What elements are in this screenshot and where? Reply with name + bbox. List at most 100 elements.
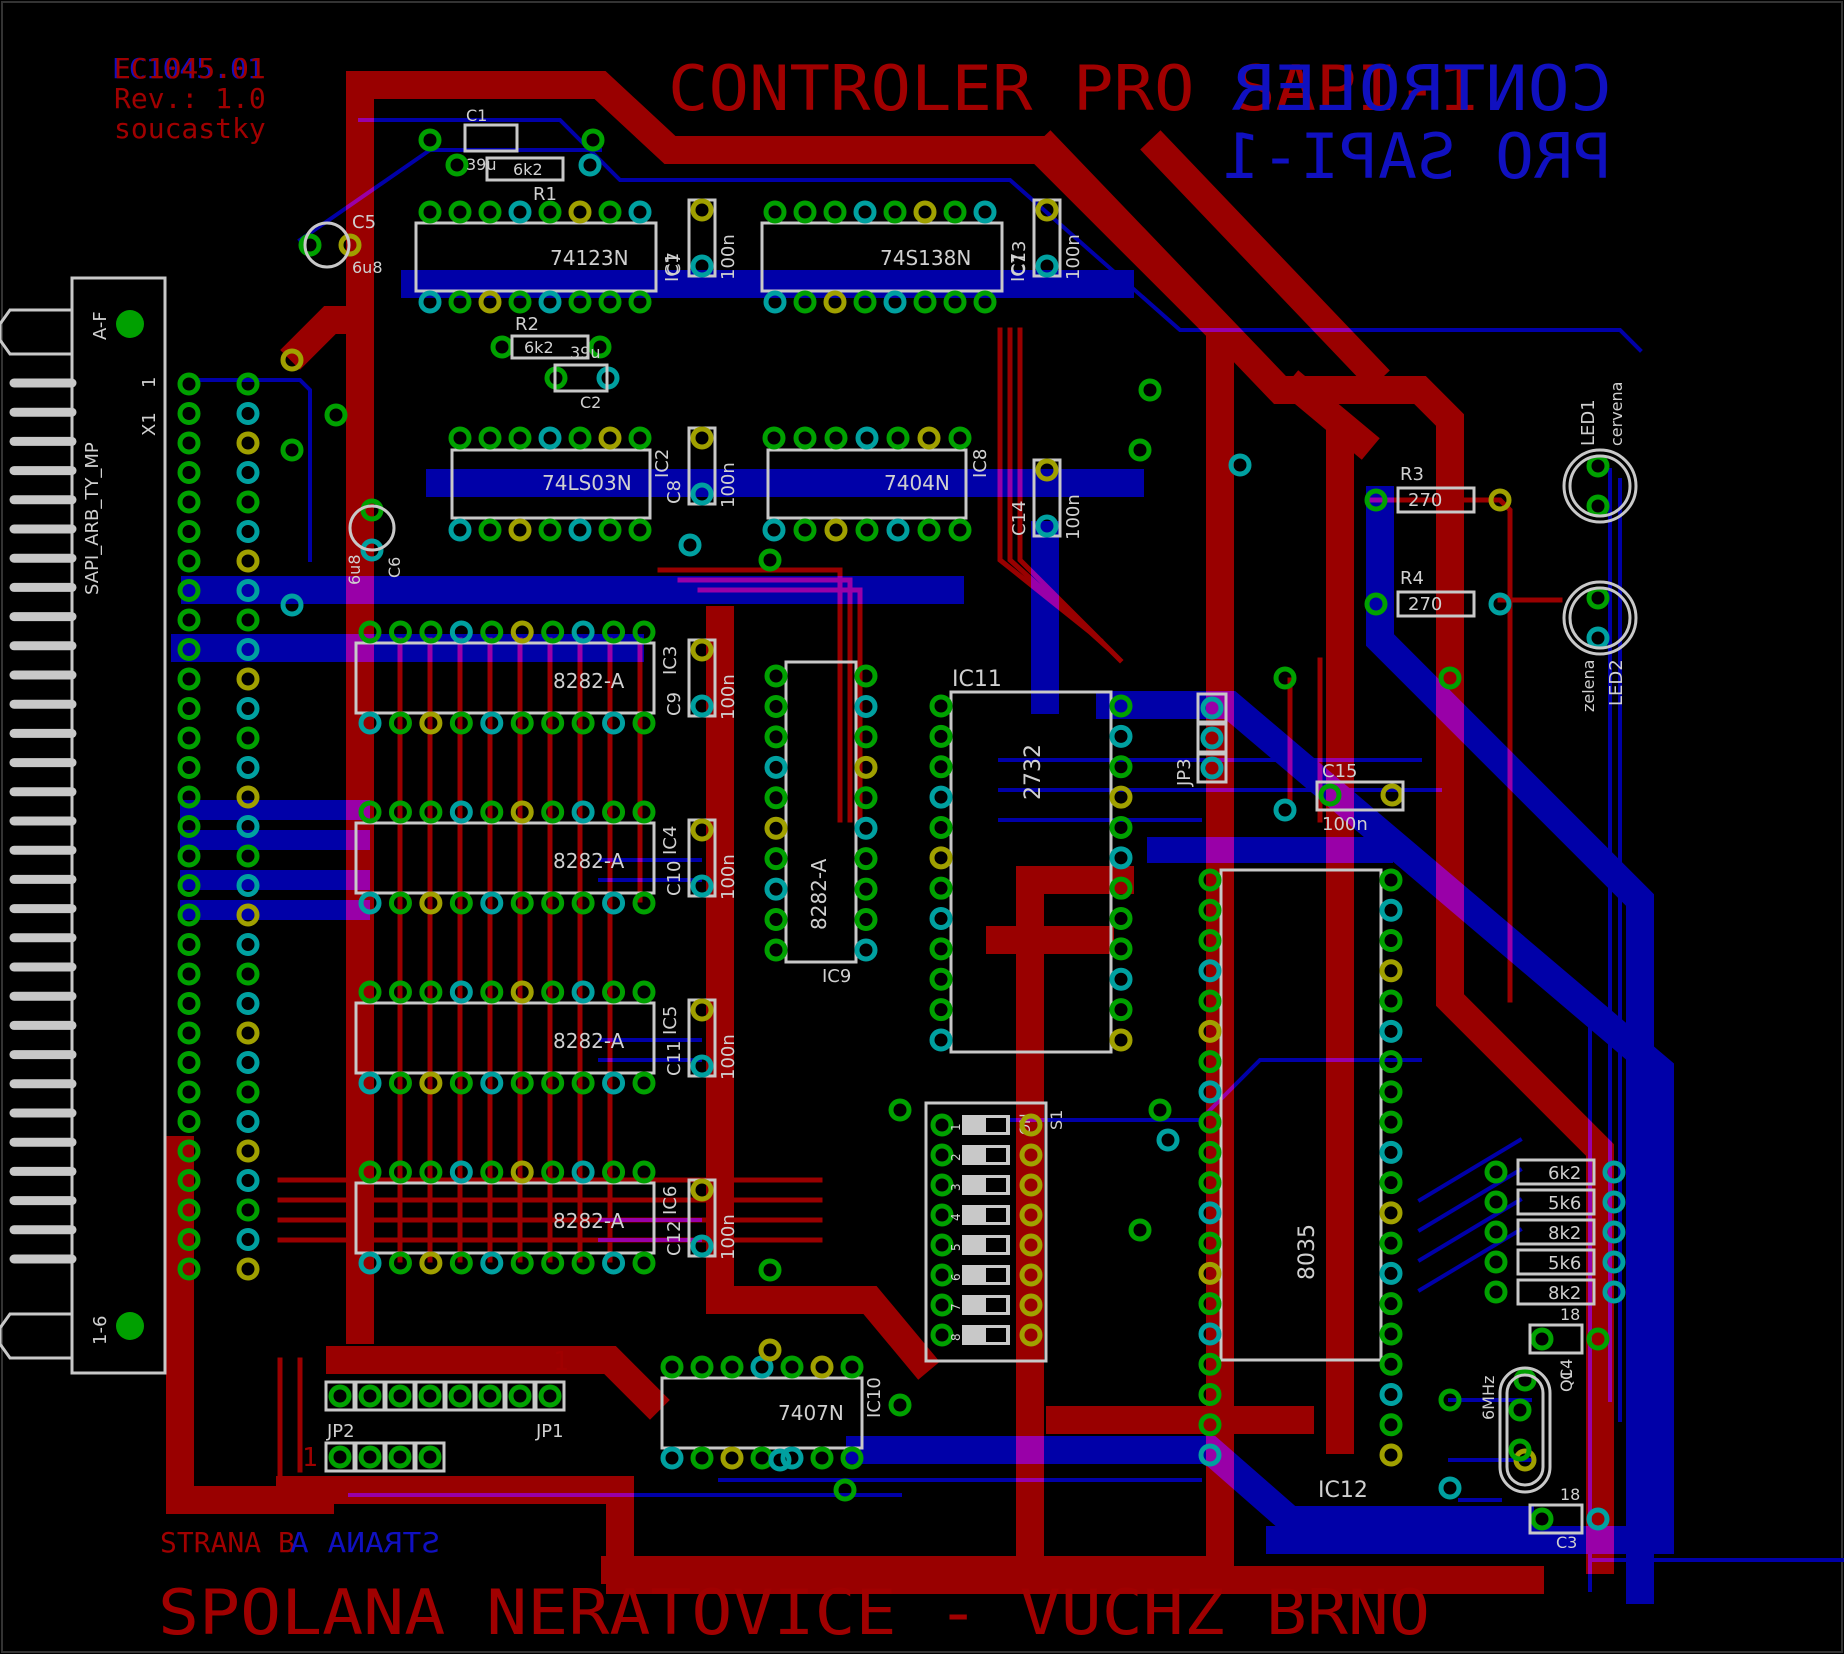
pad bbox=[449, 711, 473, 735]
pad bbox=[930, 1233, 954, 1257]
pad bbox=[1198, 868, 1222, 892]
ic12-value: 8035 bbox=[1295, 1224, 1320, 1280]
pad bbox=[177, 520, 201, 543]
ic7[interactable]: 74S138N IC7 bbox=[760, 221, 1029, 293]
res-r8[interactable]: 5k6 bbox=[1484, 1248, 1626, 1276]
cap-c6[interactable]: 6u8 C6 bbox=[345, 504, 404, 585]
cap-value: 100n bbox=[1063, 494, 1084, 540]
ic12[interactable]: 8035 IC12 bbox=[1219, 868, 1383, 1503]
cap-c5[interactable]: C5 6u8 bbox=[303, 212, 383, 277]
resistor-layer: 6k2 R1 6k2 R2 270 R3 270 R4 6k25k68k25k6… bbox=[485, 156, 1626, 1306]
cap-c15[interactable]: C15 100n bbox=[1315, 761, 1405, 835]
jp1-outline bbox=[444, 1380, 476, 1412]
pad bbox=[236, 1110, 260, 1133]
pad bbox=[1488, 592, 1512, 616]
pad bbox=[1109, 755, 1133, 779]
pad bbox=[448, 1384, 472, 1408]
pad bbox=[602, 891, 626, 915]
ic9[interactable]: 8282-A IC9 bbox=[784, 660, 858, 987]
pad bbox=[177, 549, 201, 573]
res-r2[interactable]: 6k2 R2 bbox=[510, 314, 590, 360]
res-r7[interactable]: 8k2 bbox=[1484, 1218, 1626, 1246]
res-body bbox=[1516, 1188, 1596, 1216]
jp1-outline bbox=[534, 1380, 566, 1412]
res-r5[interactable]: 6k2 bbox=[1484, 1158, 1626, 1186]
cap-c1[interactable]: C1 39u bbox=[463, 106, 519, 174]
pad bbox=[690, 1446, 714, 1470]
pad bbox=[568, 290, 592, 314]
mount-hole-top bbox=[116, 310, 144, 338]
res-r6[interactable]: 5k6 bbox=[1484, 1188, 1626, 1216]
ic4[interactable]: 8282-A IC4 bbox=[354, 821, 681, 895]
ic2[interactable]: 74LS03N IC2 bbox=[450, 448, 673, 520]
ic1[interactable]: 74123N IC1 bbox=[414, 221, 683, 293]
res-r3[interactable]: 270 R3 bbox=[1396, 464, 1476, 514]
pad bbox=[1379, 1050, 1403, 1074]
pad bbox=[763, 200, 787, 224]
pad bbox=[929, 937, 953, 961]
pad bbox=[628, 290, 652, 314]
pad bbox=[448, 518, 472, 542]
pad bbox=[628, 426, 652, 450]
pad bbox=[360, 538, 384, 562]
board-title-mirrored-top: CONTROLER bbox=[1231, 52, 1612, 125]
r1-ref: R1 bbox=[533, 184, 557, 205]
ic6[interactable]: 8282-A IC6 bbox=[354, 1181, 681, 1255]
pad bbox=[690, 874, 714, 898]
pad bbox=[177, 372, 201, 396]
r1-value: 6k2 bbox=[513, 160, 543, 179]
pad bbox=[690, 426, 714, 450]
pad bbox=[1138, 378, 1162, 402]
res-r1[interactable]: 6k2 R1 bbox=[485, 156, 565, 205]
pad bbox=[793, 290, 817, 314]
pad bbox=[236, 1051, 260, 1074]
pad bbox=[1109, 724, 1133, 748]
pad bbox=[1484, 1160, 1508, 1184]
pad bbox=[632, 711, 656, 735]
pad bbox=[764, 694, 788, 718]
ic11[interactable]: IC11 2732 bbox=[949, 667, 1113, 1054]
ic8[interactable]: 7404N IC8 bbox=[766, 448, 991, 520]
pad bbox=[177, 756, 201, 779]
pad bbox=[758, 1258, 782, 1282]
res-r9[interactable]: 8k2 bbox=[1484, 1278, 1626, 1306]
ic10[interactable]: 7407N IC10 bbox=[660, 1376, 885, 1450]
pad bbox=[833, 1478, 857, 1502]
pad bbox=[823, 200, 847, 224]
cap-c3[interactable]: 18 C3 bbox=[1528, 1485, 1584, 1552]
pad bbox=[388, 1071, 412, 1095]
res-value: 8k2 bbox=[1548, 1223, 1581, 1244]
cap-c4[interactable]: 18 C4 bbox=[1528, 1305, 1584, 1380]
pad bbox=[538, 200, 562, 224]
res-r4[interactable]: 270 R4 bbox=[1396, 568, 1476, 618]
res-value: 6k2 bbox=[1548, 1163, 1581, 1184]
ic5[interactable]: 8282-A IC5 bbox=[354, 1001, 681, 1075]
pad bbox=[508, 290, 532, 314]
pad bbox=[1586, 454, 1610, 478]
pad bbox=[1273, 798, 1297, 822]
pad bbox=[1109, 785, 1133, 809]
pad bbox=[1198, 1261, 1222, 1285]
ic3[interactable]: 8282-A IC3 bbox=[354, 641, 681, 715]
pad bbox=[388, 620, 412, 644]
led2[interactable]: zelena LED2 bbox=[1562, 580, 1638, 712]
crystal-q1[interactable]: 6MHz Q1 bbox=[1479, 1366, 1576, 1494]
pad bbox=[930, 1173, 954, 1197]
pad bbox=[929, 724, 953, 748]
pad bbox=[1364, 488, 1388, 512]
led1[interactable]: LED1 cervena bbox=[1562, 382, 1638, 524]
pad bbox=[1438, 1388, 1462, 1412]
pad bbox=[541, 891, 565, 915]
pad bbox=[1438, 1476, 1462, 1500]
pad bbox=[917, 518, 941, 542]
pad bbox=[854, 694, 878, 718]
pad bbox=[177, 579, 201, 602]
